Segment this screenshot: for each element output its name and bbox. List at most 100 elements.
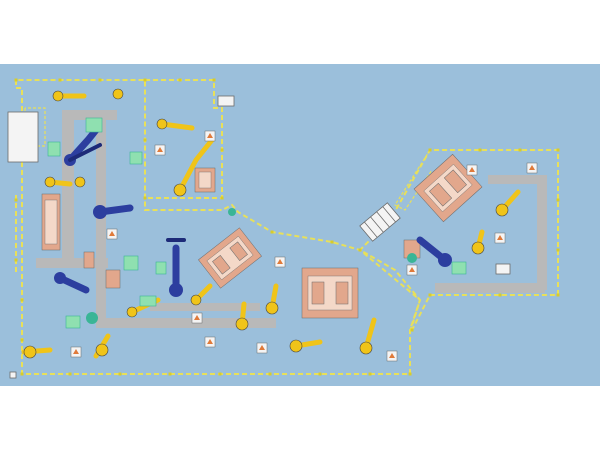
fence-post (270, 230, 274, 234)
fence-post (318, 372, 322, 376)
fence-post (20, 338, 24, 342)
fence-post (368, 372, 372, 376)
fence-post (118, 372, 122, 376)
fence-post (14, 78, 18, 82)
fence-right-cell (358, 149, 559, 333)
warning-sign-icon (466, 164, 478, 176)
equipment-teal-2 (228, 208, 236, 216)
equipment-green-8 (65, 315, 81, 329)
fence-post (14, 198, 18, 202)
fence-post (143, 78, 147, 82)
warning-sign-icon (106, 228, 118, 240)
fence-post (556, 293, 560, 297)
fence-post (478, 148, 482, 152)
fixture-tables (41, 153, 483, 319)
equipment-teal-3 (407, 253, 417, 263)
fence-post (98, 78, 102, 82)
station-fixture-left (41, 193, 61, 251)
equipment (47, 117, 467, 329)
fence-post (143, 196, 147, 200)
walkway-upper-horizontal (36, 258, 108, 268)
walkway-bottom-horizontal (96, 318, 276, 328)
robot-blue-lower (54, 272, 90, 294)
equipment-green-6 (139, 295, 157, 307)
stand-left-rack (7, 111, 39, 163)
station-fixture-right (413, 153, 483, 223)
fence-post (143, 138, 147, 142)
walkway-right-top (488, 175, 543, 184)
conveyor-rack-icon (359, 202, 401, 242)
warning-sign-icon (204, 130, 216, 142)
fence-post (20, 298, 24, 302)
fence-post (428, 293, 432, 297)
fence-post (556, 248, 560, 252)
walkway-left-vertical (62, 110, 74, 265)
robot-yellow-right (471, 189, 521, 255)
fence-main-outline (15, 79, 422, 375)
equipment-green-5 (155, 261, 167, 275)
robot-yellow-upper-2 (156, 118, 195, 131)
warning-sign-icon (494, 232, 506, 244)
fence-upper-cell (145, 79, 223, 199)
fence-post (428, 148, 432, 152)
robot-blue-center (166, 238, 186, 297)
warning-sign-icon (154, 144, 166, 156)
equipment-teal-1 (86, 312, 98, 324)
fence-post (58, 78, 62, 82)
fence-post (14, 258, 18, 262)
fence-post (218, 372, 222, 376)
walkway-center-horizontal (150, 303, 260, 311)
station-fixture-upper (194, 167, 216, 193)
fence-post (556, 198, 560, 202)
walkway-right-horizontal (435, 283, 545, 293)
robots (21, 88, 521, 359)
warning-sign-icon (191, 312, 203, 324)
fence-post (518, 148, 522, 152)
fence-post (330, 240, 334, 244)
fence-post (20, 372, 24, 376)
stand-right-small (495, 263, 511, 275)
walkway-left-top (62, 110, 117, 120)
warning-sign-icon (70, 346, 82, 358)
fence-post (498, 293, 502, 297)
station-fixture-center-2 (301, 267, 359, 319)
fence-post (212, 78, 216, 82)
fence-posts (14, 78, 560, 376)
robot-yellow-upper (173, 137, 215, 197)
equipment-green-1 (85, 117, 103, 133)
equipment-green-7 (451, 261, 467, 275)
equipment-green-4 (123, 255, 139, 271)
fence-post (178, 78, 182, 82)
robot-blue-right (416, 236, 452, 267)
robot-yellow-bottom-left (21, 333, 111, 359)
warning-sign-icon (256, 342, 268, 354)
fence-post (220, 196, 224, 200)
robot-yellow-left (44, 176, 86, 188)
fence-post (358, 248, 362, 252)
walkways (36, 110, 547, 328)
fixture-small-3 (83, 251, 95, 269)
warning-sign-icon (526, 162, 538, 174)
equipment-green-2 (47, 141, 61, 157)
stand-bottom-1 (9, 371, 17, 379)
fence-post (268, 372, 272, 376)
fence-post (168, 372, 172, 376)
walkway-right-vertical (537, 175, 547, 290)
robot-blue-left (64, 126, 102, 166)
warning-sign-icon (204, 336, 216, 348)
robot-yellow-bottom (235, 283, 377, 355)
fence-post (408, 372, 412, 376)
fence-post (68, 372, 72, 376)
warning-sign-icon (406, 264, 418, 276)
robot-blue-mid (93, 204, 134, 219)
fixture-small-1 (105, 269, 121, 289)
fence-post (220, 148, 224, 152)
warning-sign-icon (386, 350, 398, 362)
station-fixture-center-1 (198, 227, 262, 289)
stand-top-right (217, 95, 235, 107)
fence-post (556, 148, 560, 152)
warning-sign-icon (274, 256, 286, 268)
fence-post (410, 328, 414, 332)
